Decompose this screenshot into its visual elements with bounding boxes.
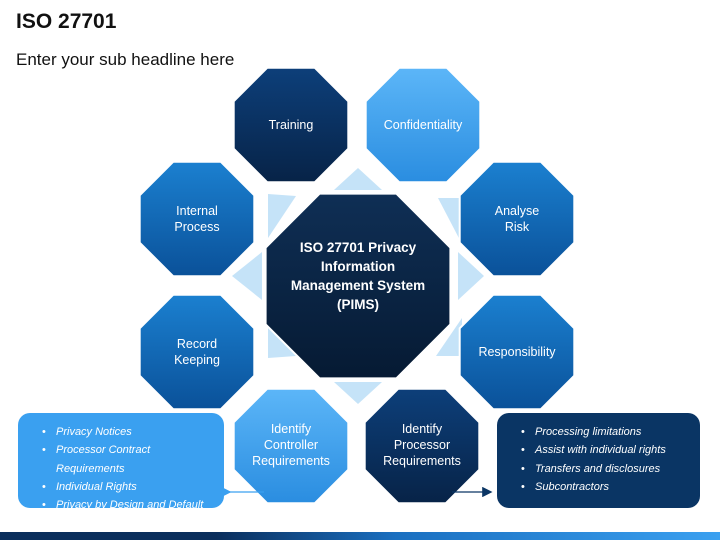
connector-triangle xyxy=(232,252,262,300)
processor-requirements-box: Processing limitations Assist with indiv… xyxy=(497,413,700,508)
list-item: Individual Rights xyxy=(36,478,212,497)
octagons xyxy=(138,66,576,505)
list-item: Assist with individual rights xyxy=(515,441,688,460)
node-record-keeping-label: Record Keeping xyxy=(174,337,220,367)
node-confidentiality-octagon xyxy=(364,66,482,184)
controller-requirements-list: Privacy Notices Processor Contract Requi… xyxy=(36,423,212,515)
node-analyse-risk-octagon xyxy=(458,160,576,278)
list-item: Subcontractors xyxy=(515,478,688,497)
node-responsibility-label: Responsibility xyxy=(478,345,556,359)
node-identify-processor-label: Identify Processor Requirements xyxy=(383,422,461,468)
node-responsibility-octagon xyxy=(458,293,576,411)
page-title: ISO 27701 xyxy=(16,10,117,33)
node-internal-process-octagon xyxy=(138,160,256,278)
connector-triangle xyxy=(334,168,382,190)
controller-requirements-box: Privacy Notices Processor Contract Requi… xyxy=(18,413,224,515)
node-confidentiality-label: Confidentiality xyxy=(383,118,463,132)
list-item: Transfers and disclosures xyxy=(515,460,688,479)
connector-triangle xyxy=(268,194,296,238)
list-item: Privacy by Design and Default xyxy=(36,496,212,515)
node-training-octagon xyxy=(232,66,350,184)
processor-requirements-list: Processing limitations Assist with indiv… xyxy=(515,423,688,496)
node-identify-controller-octagon xyxy=(232,387,350,505)
node-internal-process-label: Internal Process xyxy=(174,204,220,234)
connector-triangle xyxy=(436,318,462,356)
list-item: Privacy Notices xyxy=(36,423,212,442)
node-training-label: Training xyxy=(268,118,314,132)
center-octagon xyxy=(264,192,452,380)
connector-triangle xyxy=(458,252,484,300)
center-label: ISO 27701 Privacy Information Management… xyxy=(290,240,426,312)
connector-triangle xyxy=(334,382,382,404)
list-item: Processor Contract Requirements xyxy=(36,441,212,478)
node-identify-controller-label: Identify Controller Requirements xyxy=(252,422,330,468)
list-item: Processing limitations xyxy=(515,423,688,442)
node-analyse-risk-label: Analyse Risk xyxy=(494,204,540,234)
connector-triangle xyxy=(438,198,462,244)
page-subtitle: Enter your sub headline here xyxy=(16,50,235,69)
footer-accent-bar xyxy=(0,532,720,540)
node-identify-processor-octagon xyxy=(363,387,481,505)
node-record-keeping-octagon xyxy=(138,293,256,411)
